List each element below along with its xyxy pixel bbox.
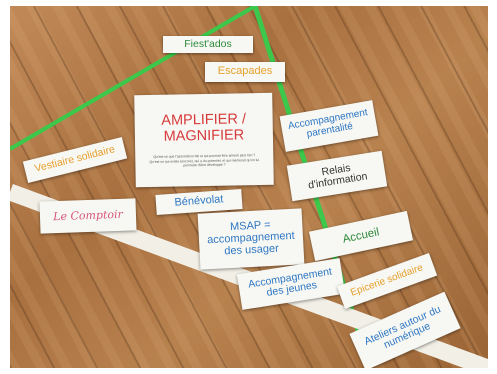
- card-fiest-ados: Fiest'ados: [163, 36, 253, 53]
- amplifier-title: AMPLIFIER / MAGNIFIER: [161, 111, 247, 145]
- card-escapades: Escapades: [205, 62, 285, 82]
- green-tape-left: [10, 6, 257, 151]
- amplifier-text: Qu'est-ce que l'association fait et qui …: [149, 153, 260, 168]
- card-msap: MSAP = accompagnement des usager: [197, 208, 305, 270]
- photo-wood-floor: Fiest'ados Escapades AMPLIFIER / MAGNIFI…: [10, 6, 488, 368]
- card-le-comptoir-handwritten: Le Comptoir: [39, 198, 137, 234]
- card-amplifier-magnifier: AMPLIFIER / MAGNIFIER Qu'est-ce que l'as…: [134, 92, 274, 188]
